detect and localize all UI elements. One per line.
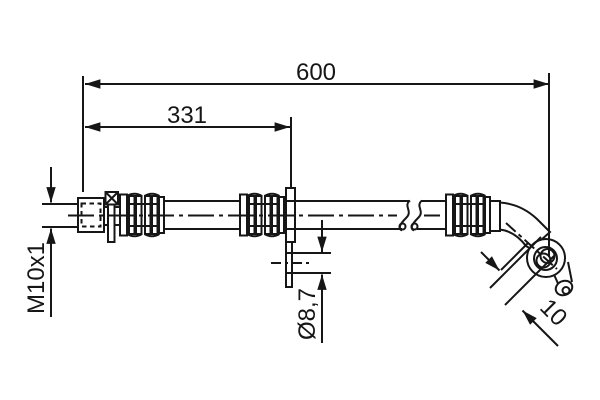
dimension-length-to-bracket: 331 — [85, 102, 292, 188]
bend-centerline — [505, 222, 558, 270]
banjo-fitting — [489, 200, 574, 297]
stub-line-right — [567, 261, 573, 283]
dim-label-600: 600 — [296, 59, 336, 86]
centerlines — [68, 73, 558, 270]
dia-arrow-upper — [480, 251, 501, 272]
cross-mark — [104, 191, 119, 206]
dimension-overall-length: 600 — [82, 59, 549, 192]
bracket-tab — [285, 241, 293, 288]
left-bracket — [104, 191, 119, 243]
collar-end-cap — [489, 200, 501, 232]
dim-label-hose-dia: 10 — [534, 294, 572, 332]
crimp-collar-right — [445, 192, 491, 238]
dim-label-331: 331 — [167, 102, 207, 129]
ext-line-1 — [489, 236, 542, 289]
dim-label-hole-dia: Ø8,7 — [294, 288, 321, 340]
dim-label-thread: M10x1 — [23, 242, 50, 314]
dia-arrow-lower — [521, 309, 559, 347]
bent-tube — [499, 201, 552, 251]
ext-line-2 — [504, 255, 555, 306]
stub-end-hole — [561, 286, 571, 295]
dimension-thread: M10x1 — [23, 167, 56, 317]
hose-break-symbol — [398, 199, 423, 232]
left-bracket-plate — [107, 203, 116, 243]
ext-line-short — [500, 242, 529, 271]
